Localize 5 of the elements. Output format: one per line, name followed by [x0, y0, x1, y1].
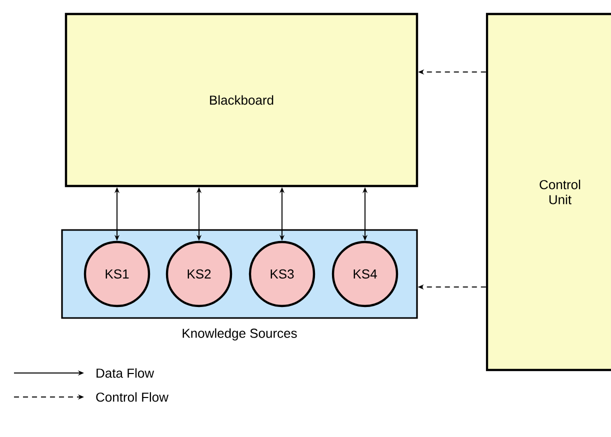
process-box: Blackboard	[64, 12, 418, 188]
legend-label: Data Flow	[96, 368, 154, 378]
legend-label: Control Flow	[96, 392, 169, 402]
node-label: Knowledge Sources	[182, 328, 297, 340]
process-box: Control Unit	[486, 12, 611, 372]
